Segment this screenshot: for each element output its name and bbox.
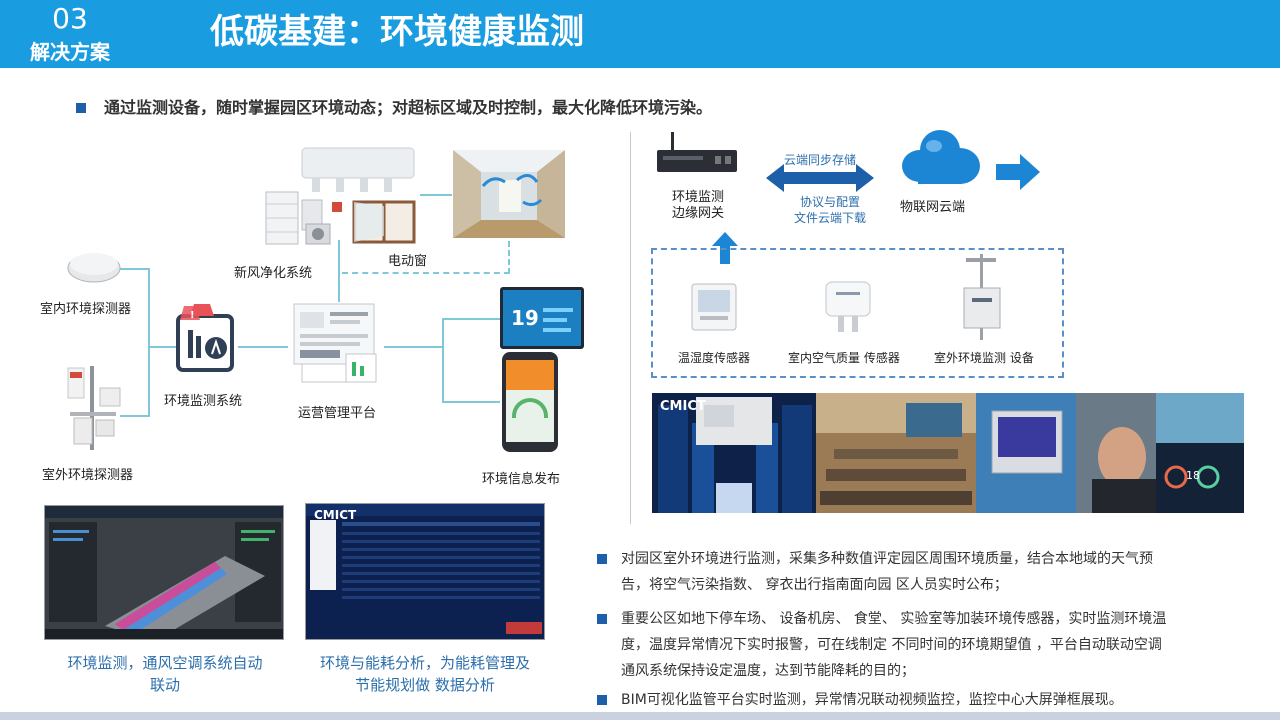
air-quality-sensor-illustration xyxy=(822,280,874,336)
vertical-divider xyxy=(630,132,631,524)
info-publish-label: 环境信息发布 xyxy=(482,472,560,488)
bullet-item: 对园区室外环境进行监测，采集多种数值评定园区周围环境质量，结合本地域的天气预 告… xyxy=(593,546,1253,598)
display-bar xyxy=(543,328,571,332)
monitor-system-label: 环境监测系统 xyxy=(164,394,242,410)
screenshot-brand-label: CMICT xyxy=(314,508,356,522)
bullet-square-icon xyxy=(597,614,607,624)
display-bar xyxy=(543,308,573,312)
bullet-square-icon xyxy=(597,695,607,705)
protocol-label-line2: 文件云端下载 xyxy=(794,210,866,226)
bullet-line: 对园区室外环境进行监测，采集多种数值评定园区周围环境质量，结合本地域的天气预 xyxy=(621,546,1253,572)
header-bar: 03 解决方案 低碳基建：环境健康监测 xyxy=(0,0,1280,68)
bullet-line: BIM可视化监管平台实时监测，异常情况联动视频监控，监控中心大屏弹框展现。 xyxy=(621,687,1253,713)
info-display-screen: 19 xyxy=(500,287,584,349)
bim-3d-monitor-screenshot xyxy=(44,505,284,640)
connector-line xyxy=(442,318,500,320)
indoor-detector-illustration xyxy=(66,246,122,286)
connector-line xyxy=(120,268,150,270)
protocol-label: 协议与配置 文件云端下载 xyxy=(794,194,866,226)
connector-line xyxy=(384,346,444,348)
monitor-system-illustration: ! xyxy=(174,302,236,382)
caption2-line1: 环境与能耗分析，为能耗管理及 xyxy=(300,652,550,674)
energy-analysis-screenshot: CMICT xyxy=(305,503,545,640)
bullet-line: 告，将空气污染指数、 穿衣出行指南面向园 区人员实时公布； xyxy=(621,572,1253,598)
outdoor-sensor-label: 室外环境监测 设备 xyxy=(934,350,1034,366)
gateway-label: 环境监测 边缘网关 xyxy=(672,190,724,222)
phone-screen xyxy=(506,360,554,442)
bullet-line: 度，温度异常情况下实时报警，可在线制定 不同时间的环境期望值 ，平台自动联动空调 xyxy=(621,632,1253,658)
protocol-label-line1: 协议与配置 xyxy=(794,194,866,210)
outdoor-detector-illustration xyxy=(60,358,126,452)
bullet-square-icon xyxy=(597,554,607,564)
bullet-line: 重要公区如地下停车场、 设备机房、 食堂、 实验室等加装环境传感器，实时监测环境… xyxy=(621,606,1253,632)
fresh-air-label: 新风净化系统 xyxy=(234,266,312,282)
gateway-label-line1: 环境监测 xyxy=(672,190,724,206)
phone-gauge xyxy=(512,398,548,418)
arrow-right-icon xyxy=(996,154,1040,190)
electric-window-label: 电动窗 xyxy=(388,254,427,270)
bullet-item: BIM可视化监管平台实时监测，异常情况联动视频监控，监控中心大屏弹框展现。 xyxy=(593,687,1253,713)
display-temperature: 19 xyxy=(511,306,539,330)
connector-line xyxy=(442,318,444,402)
photo-brand-label: CMICT xyxy=(660,399,706,414)
gateway-label-line2: 边缘网关 xyxy=(672,206,724,222)
bullet-item: 重要公区如地下停车场、 设备机房、 食堂、 实验室等加装环境传感器，实时监测环境… xyxy=(593,606,1253,684)
intro-bullet: 通过监测设备，随时掌握园区环境动态；对超标区域及时控制，最大化降低环境污染。 xyxy=(76,97,712,119)
cloud-icon xyxy=(898,124,982,190)
photo-strip: CMICT 18 xyxy=(652,393,1244,513)
outdoor-monitor-device-illustration xyxy=(956,254,1008,340)
ops-platform-illustration xyxy=(290,302,384,386)
bullet-square-icon xyxy=(76,103,86,113)
air-sensor-label: 室内空气质量 传感器 xyxy=(788,350,900,366)
iot-cloud-label: 物联网云端 xyxy=(900,200,965,216)
dashed-connector xyxy=(342,272,510,274)
temp-humidity-sensor-illustration xyxy=(690,282,738,332)
section-number: 03 xyxy=(0,4,140,34)
caption1-line2: 联动 xyxy=(44,674,286,696)
phone-illustration xyxy=(502,352,558,452)
connector-line xyxy=(238,346,288,348)
outdoor-detector-label: 室外环境探测器 xyxy=(42,468,133,484)
temp-sensor-label: 温湿度传感器 xyxy=(678,350,750,366)
page-title: 低碳基建：环境健康监测 xyxy=(210,10,584,54)
svg-text:!: ! xyxy=(190,310,195,321)
electric-window-illustration xyxy=(340,196,430,248)
bullet-line: 通风系统保持设定温度，达到节能降耗的目的； xyxy=(621,658,1253,684)
indoor-detector-label: 室内环境探测器 xyxy=(40,302,131,318)
intro-text: 通过监测设备，随时掌握园区环境动态；对超标区域及时控制，最大化降低环境污染。 xyxy=(104,98,712,117)
display-bar xyxy=(543,318,567,322)
caption2-line2: 节能规划做 数据分析 xyxy=(300,674,550,696)
footer-bar xyxy=(0,712,1280,720)
phone-header xyxy=(506,360,554,390)
bidirectional-arrow-icon xyxy=(766,164,874,192)
caption1-line1: 环境监测，通风空调系统自动 xyxy=(44,652,286,674)
dashed-connector xyxy=(508,232,510,274)
ops-platform-label: 运营管理平台 xyxy=(298,406,376,422)
connector-line xyxy=(148,268,150,416)
photo-panel-value: 18 xyxy=(1186,469,1200,482)
connector-line xyxy=(148,346,176,348)
room-photo xyxy=(453,150,565,238)
section-name: 解决方案 xyxy=(0,40,140,64)
caption-environment-linkage: 环境监测，通风空调系统自动 联动 xyxy=(44,652,286,696)
connector-line xyxy=(442,401,500,403)
caption-energy-analysis: 环境与能耗分析，为能耗管理及 节能规划做 数据分析 xyxy=(300,652,550,696)
edge-gateway-illustration xyxy=(655,132,741,176)
